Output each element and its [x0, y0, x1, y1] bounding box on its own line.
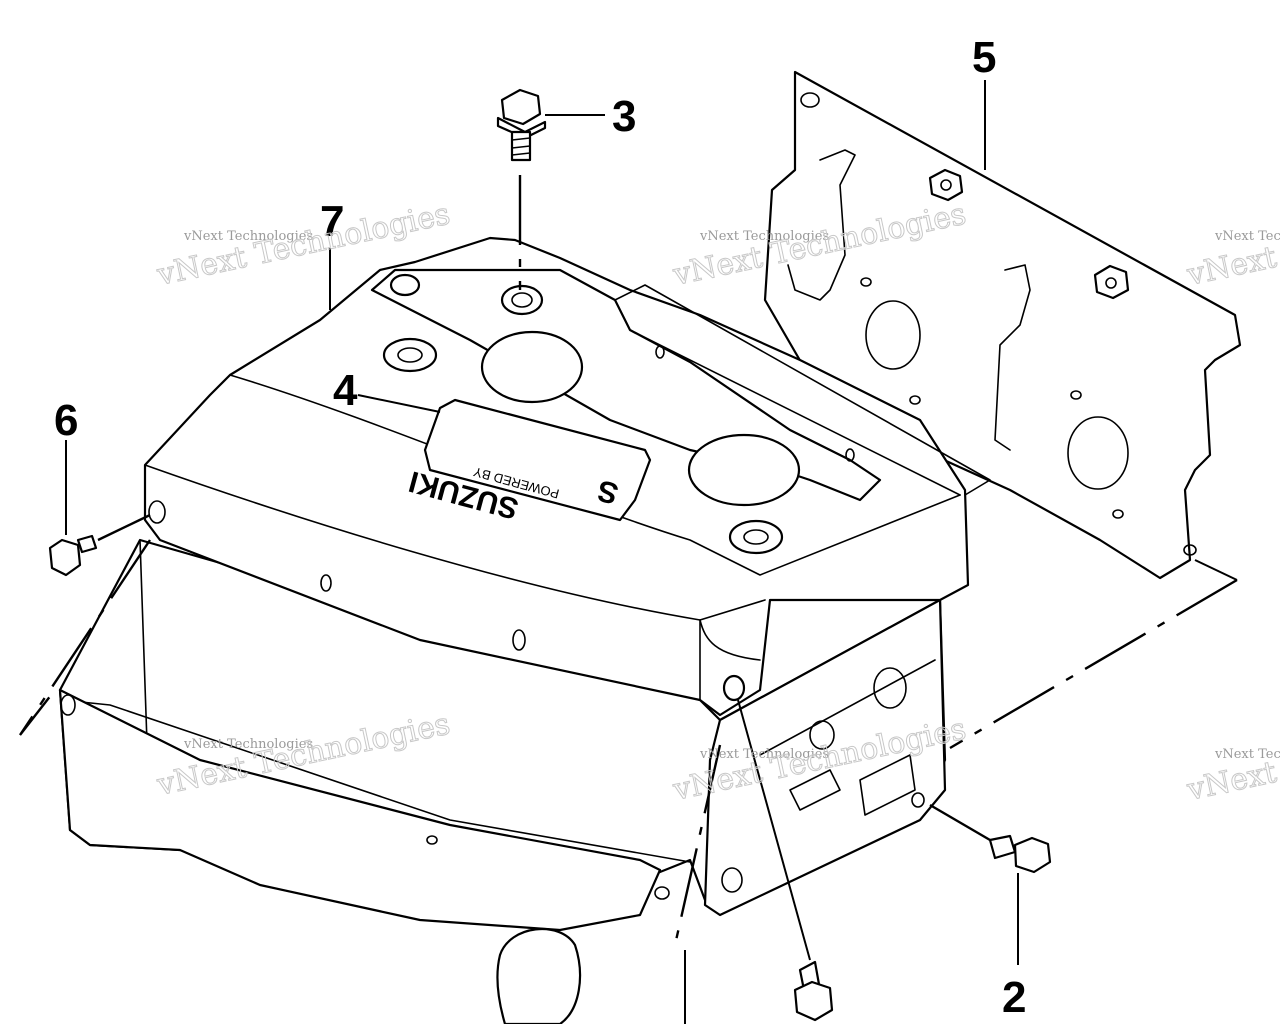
svg-text:vNext Technologies: vNext Technologies [1183, 197, 1280, 293]
part-2-bolt [929, 803, 1052, 965]
svg-text:vNext Technologies: vNext Technologies [699, 747, 829, 762]
lower-bolt [737, 699, 834, 1022]
nut-lower [1093, 264, 1130, 300]
part-6-bolt [48, 440, 151, 577]
watermark-top-right: vNext Technologies vNext Technologies [1183, 196, 1280, 293]
part-3-bolt [496, 88, 605, 290]
svg-text:vNext Technologies: vNext Technologies [1214, 229, 1280, 244]
assembly-lines [19, 539, 1238, 1024]
part-5-bracket-plate [763, 70, 1242, 580]
part-4-emblem-plate: SUZUKI POWERED BY S [405, 398, 652, 525]
svg-text:vNext Technologies: vNext Technologies [699, 229, 829, 244]
svg-text:vNext Technologies: vNext Technologies [1214, 747, 1280, 762]
callout-7: 7 [320, 197, 344, 246]
callout-4: 4 [333, 366, 358, 415]
callout-3: 3 [612, 92, 636, 141]
callout-leaders [329, 80, 986, 413]
svg-text:vNext Technologies: vNext Technologies [183, 229, 313, 244]
watermark-bottom-right: vNext Technologies vNext Technologies [1183, 711, 1280, 808]
callout-2: 2 [1002, 973, 1026, 1022]
nut-upper [928, 168, 964, 202]
callout-5: 5 [972, 33, 996, 82]
callout-6: 6 [54, 396, 78, 445]
part-7-cover-shell: SUZUKI POWERED BY S [58, 236, 991, 1024]
svg-text:vNext Technologies: vNext Technologies [183, 737, 313, 752]
